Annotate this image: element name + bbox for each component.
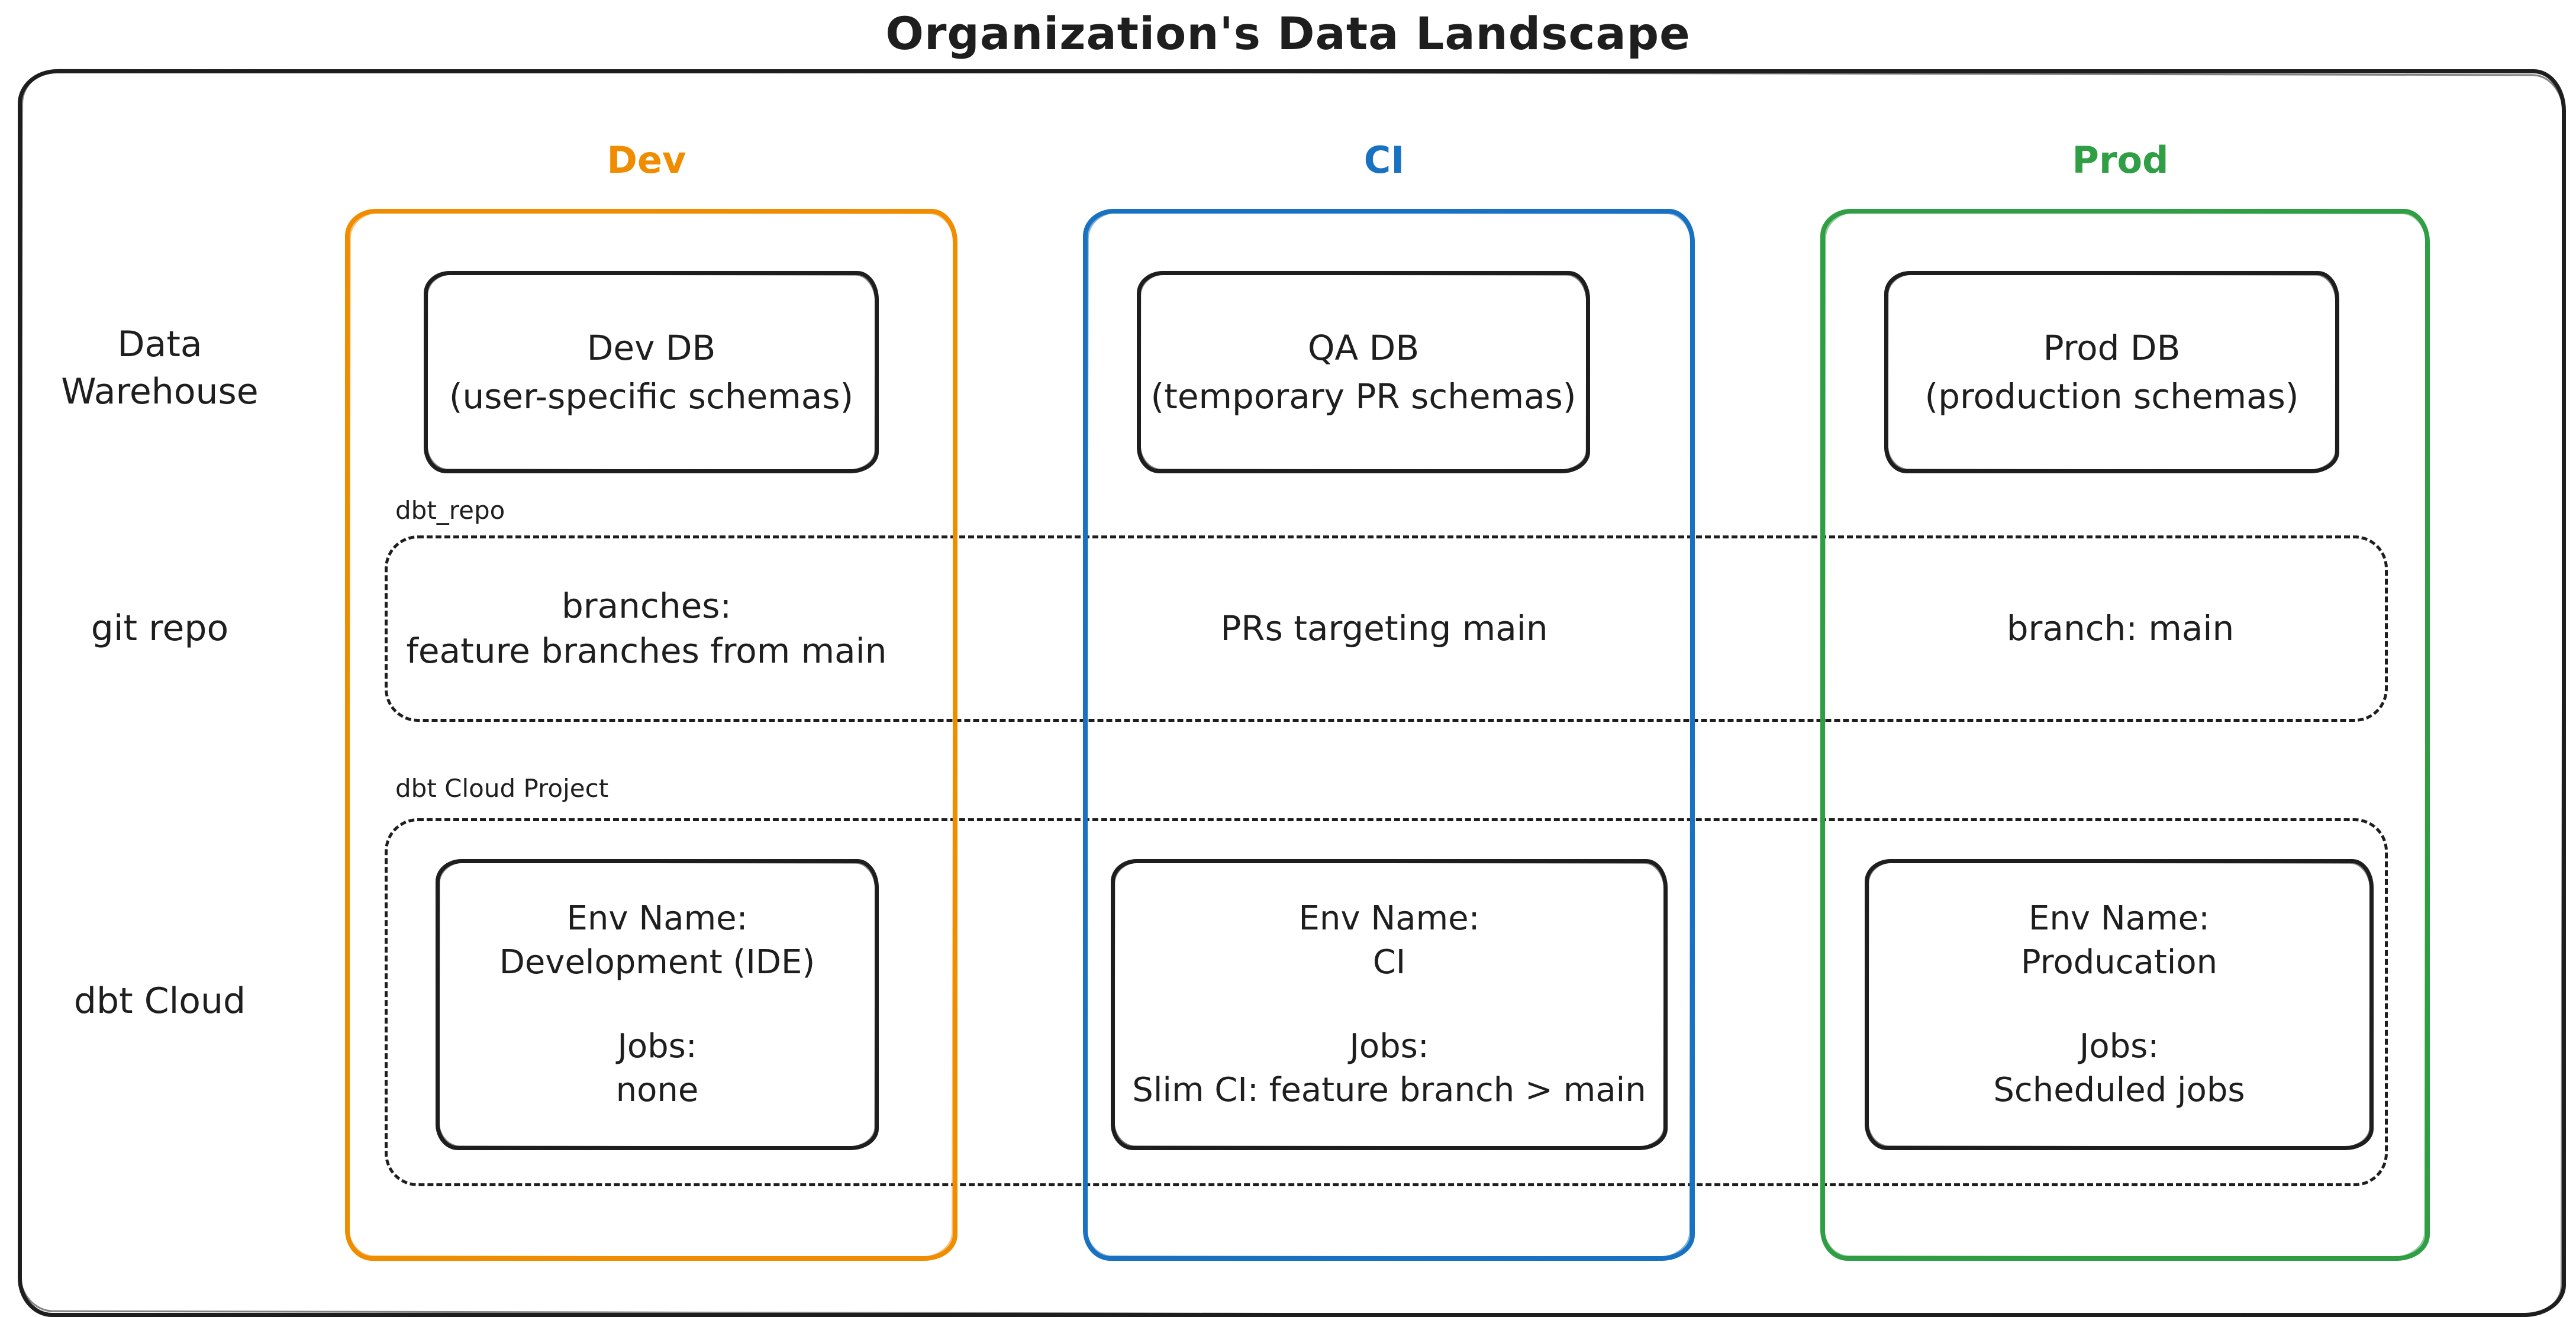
db-name: Dev DB — [586, 328, 716, 368]
column-header-dev: Dev — [607, 138, 686, 182]
env-name-label: Env Name: — [2029, 899, 2210, 938]
row-label-data-warehouse: Data Warehouse — [33, 321, 287, 415]
jobs-label: Jobs: — [617, 1027, 697, 1066]
column-header-prod: Prod — [2072, 138, 2169, 182]
jobs-value: none — [615, 1071, 699, 1109]
row-label-line: Warehouse — [61, 371, 259, 412]
db-detail: (production schemas) — [1924, 376, 2299, 417]
row-label-git-repo: git repo — [91, 608, 229, 649]
column-frame-dev — [345, 209, 957, 1261]
env-name-label: Env Name: — [566, 899, 748, 938]
dev-db-box: Dev DB (user-specific schemas) — [424, 271, 879, 473]
env-box-dev: Env Name: Development (IDE) Jobs: none — [436, 859, 879, 1150]
db-detail: (user-specific schemas) — [449, 376, 854, 417]
db-detail: (temporary PR schemas) — [1150, 376, 1576, 417]
column-frame-ci — [1083, 209, 1695, 1261]
jobs-label: Jobs: — [2079, 1027, 2159, 1066]
qa-db-box: QA DB (temporary PR schemas) — [1137, 271, 1590, 473]
jobs-value: Scheduled jobs — [1993, 1071, 2245, 1109]
prod-db-box: Prod DB (production schemas) — [1884, 271, 2339, 473]
landscape-outer-frame — [18, 69, 2566, 1317]
env-name-value: Producation — [2020, 943, 2218, 982]
db-name: Prod DB — [2043, 328, 2181, 368]
git-text-line: feature branches from main — [406, 631, 887, 671]
column-header-ci: CI — [1363, 138, 1405, 182]
env-name-label: Env Name: — [1298, 899, 1480, 938]
env-name-value: Development (IDE) — [499, 943, 815, 982]
column-frame-prod — [1820, 209, 2430, 1261]
git-text-line: branches: — [561, 586, 732, 626]
env-box-prod: Env Name: Producation Jobs: Scheduled jo… — [1865, 859, 2374, 1150]
jobs-value: Slim CI: feature branch > main — [1132, 1071, 1646, 1109]
env-box-ci: Env Name: CI Jobs: Slim CI: feature bran… — [1111, 859, 1668, 1150]
git-text-prod: branch: main — [2006, 608, 2235, 648]
row-label-line: Data — [117, 324, 202, 365]
git-text-dev: branches: feature branches from main — [345, 583, 948, 673]
page-title: Organization's Data Landscape — [885, 7, 1691, 60]
git-text-ci: PRs targeting main — [1220, 608, 1548, 648]
jobs-label: Jobs: — [1349, 1027, 1429, 1066]
row-label-dbt-cloud: dbt Cloud — [73, 980, 246, 1022]
env-name-value: CI — [1372, 943, 1406, 982]
db-name: QA DB — [1307, 328, 1420, 368]
